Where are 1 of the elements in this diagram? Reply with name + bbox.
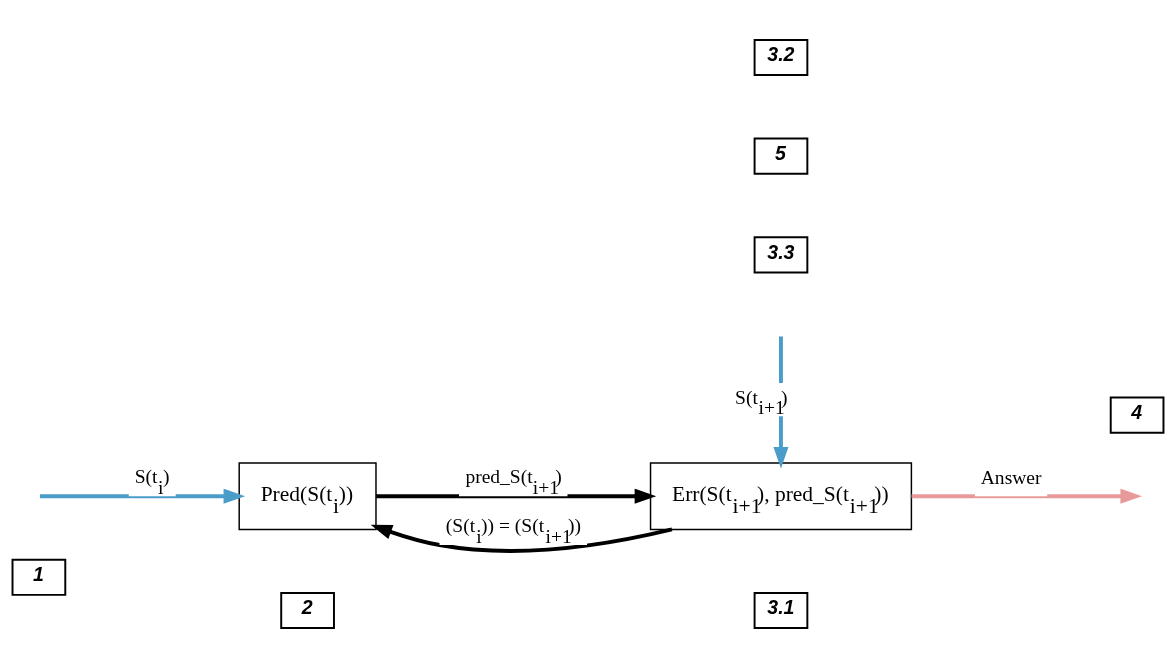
edge-label: Answer — [980, 467, 1042, 489]
